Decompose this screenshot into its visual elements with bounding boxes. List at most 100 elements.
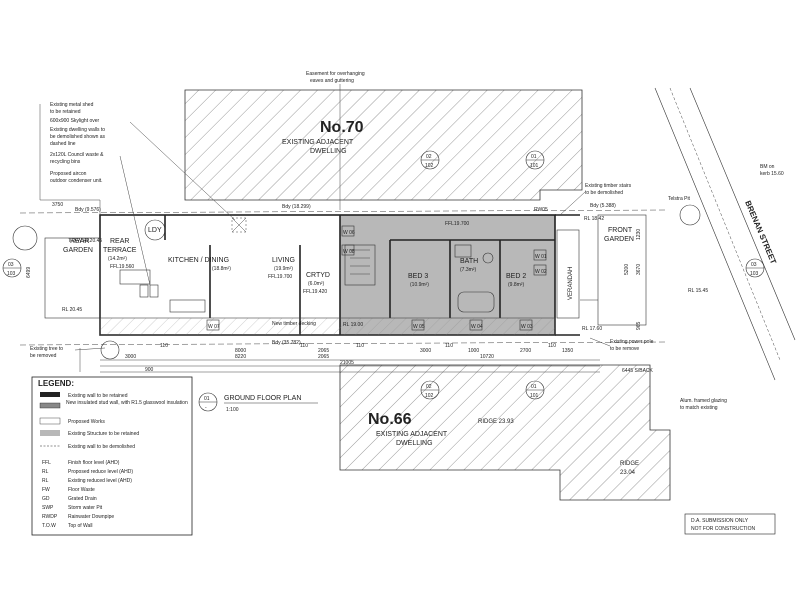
legend-swatch-new-wall xyxy=(39,402,61,409)
svg-text:103: 103 xyxy=(750,271,759,277)
stamp-line2: NOT FOR CONSTRUCTION xyxy=(691,526,755,532)
dim-row1-a: 3000 xyxy=(125,354,136,360)
window-tags: W 07 W 06 W 05 W 04 W 03 W 01 W 02 W 08 xyxy=(206,225,547,331)
svg-text:103: 103 xyxy=(7,271,16,277)
note-easement-2: eaves and guttering xyxy=(310,78,354,84)
svg-text:01: 01 xyxy=(531,154,537,160)
front-garden-line1: FRONT xyxy=(608,227,633,234)
window-w06: W 06 xyxy=(343,230,355,236)
dimension-lines: 3000 8000 2065 3000 1000 2700 1350 8220 … xyxy=(26,202,642,373)
svg-text:RL: RL xyxy=(42,478,49,484)
legend-item-1: Existing wall to be retained xyxy=(68,393,128,399)
note-bins-1: 2x120L Council waste & xyxy=(50,152,104,158)
note-aircon-1: Proposed aircon xyxy=(50,171,87,177)
street-name: BRENAN STREET xyxy=(743,199,778,265)
dim-right-4: 965 xyxy=(636,321,642,330)
bm-value: kerb 15.60 xyxy=(760,171,784,177)
rear-garden-line2: GARDEN xyxy=(63,247,93,254)
dim-top-left: 3750 xyxy=(52,202,63,208)
note-walls-1: Existing dwelling walls to xyxy=(50,127,105,133)
title-scale-dash: - xyxy=(205,405,207,411)
crtyd-label: CRTYD xyxy=(306,272,330,279)
svg-text:02: 02 xyxy=(426,384,432,390)
dim-left-side: 6499 xyxy=(26,267,32,278)
submission-stamp: D.A. SUBMISSION ONLY NOT FOR CONSTRUCTIO… xyxy=(684,513,776,535)
dim-row2-c: 10720 xyxy=(480,354,494,360)
svg-text:Proposed reduce level (AHD): Proposed reduce level (AHD) xyxy=(68,469,133,475)
bed3-label: BED 3 xyxy=(408,273,428,280)
boundary-labels: Bdy (9.576) Bdy (18.299) Bdy (5.388) Bdy… xyxy=(75,203,616,346)
dim-overall: 21005 xyxy=(340,360,354,366)
rl-1760: RL 17.60 xyxy=(582,326,602,332)
dim-row1-g: 1350 xyxy=(562,348,573,354)
note-setback: 6445 S/BACK xyxy=(622,368,654,374)
section-marker: 01 101 xyxy=(525,150,545,170)
front-garden-line2: GARDEN xyxy=(604,236,634,243)
living-ffl: FFL19.700 xyxy=(268,274,292,280)
kitchen-dining-label: KITCHEN / DINING xyxy=(168,257,229,264)
svg-text:Storm water Pit: Storm water Pit xyxy=(68,505,103,511)
tow-level: T.O.W RL20.45 xyxy=(68,238,102,244)
room-labels: REAR GARDEN REAR TERRACE (14.2m²) LDY KI… xyxy=(63,227,634,300)
ffl-terrace: FFL19.560 xyxy=(110,264,134,270)
drawing-title: 01 - GROUND FLOOR PLAN 1:100 xyxy=(198,392,318,413)
svg-text:Finish floor level (AHD): Finish floor level (AHD) xyxy=(68,460,120,466)
neighbour-no70: No.70 EXISTING ADJACENT DWELLING xyxy=(184,89,583,201)
crtyd-ffl: FFL19.420 xyxy=(303,289,327,295)
title-scale: 1:100 xyxy=(226,407,239,413)
svg-text:101: 101 xyxy=(530,393,539,399)
note-tree-2: be removed xyxy=(30,353,57,359)
svg-text:102: 102 xyxy=(425,393,434,399)
dim-gap-1: 110 xyxy=(160,343,168,349)
note-glazing-1: Alum. framed glazing xyxy=(680,398,727,404)
rear-terrace-line1: REAR xyxy=(110,238,129,245)
stamp-line1: D.A. SUBMISSION ONLY xyxy=(691,518,749,524)
legend-item-2: New insulated stud wall, with R1.5 glass… xyxy=(66,400,188,406)
window-w02: W 02 xyxy=(535,269,547,275)
window-w01: W 01 xyxy=(535,254,547,260)
kitchen-dining-area: (18.8m²) xyxy=(212,266,231,272)
rear-terrace-area: (14.2m²) xyxy=(108,256,127,262)
annotations: Existing metal shed to be retained 600x9… xyxy=(30,71,727,411)
levels: FFL19.700 FFL19.560 T.O.W RL20.45 RL 20.… xyxy=(62,216,604,332)
window-w04: W 04 xyxy=(471,324,483,330)
bath-label: BATH xyxy=(460,258,478,265)
dim-right-2: 3670 xyxy=(636,264,642,275)
legend-item-5: Existing wall to be demolished xyxy=(68,444,135,450)
bdy-north-mid: Bdy (18.299) xyxy=(282,204,311,210)
bed2-area: (9.8m²) xyxy=(508,282,524,288)
no66-number: No.66 xyxy=(368,411,412,428)
note-glazing-2: to match existing xyxy=(680,405,718,411)
site-plan xyxy=(12,204,701,360)
dim-row1-b: 8000 xyxy=(235,348,246,354)
no70-line1: EXISTING ADJACENT xyxy=(282,139,354,146)
svg-text:Floor Waste: Floor Waste xyxy=(68,487,95,493)
window-w07: W 07 xyxy=(208,324,220,330)
svg-text:RL: RL xyxy=(42,469,49,475)
bed3-area: (10.9m²) xyxy=(410,282,429,288)
bm-label: BM on xyxy=(760,164,775,170)
dim-offset: 900 xyxy=(145,367,154,373)
no70-number: No.70 xyxy=(320,119,364,136)
dim-gap-2: 110 xyxy=(300,343,308,349)
legend-item-3: Proposed Works xyxy=(68,419,105,425)
svg-text:03: 03 xyxy=(751,262,757,268)
legend: LEGEND: Existing wall to be retained New… xyxy=(31,376,193,536)
living-area: (19.9m²) xyxy=(274,266,293,272)
bdy-south: Bdy (35.782) xyxy=(272,340,301,346)
no66-ridge2-value: 23.04 xyxy=(620,470,636,476)
dim-row1-c: 2065 xyxy=(318,348,329,354)
svg-text:Top of Wall: Top of Wall xyxy=(68,523,93,529)
note-aircon-2: outdoor condenser unit. xyxy=(50,178,103,184)
svg-text:101: 101 xyxy=(530,163,539,169)
existing-structure-area xyxy=(340,215,555,335)
legend-swatch-existing-structure xyxy=(40,430,60,436)
no66-ridge2: RIDGE xyxy=(620,461,639,467)
dim-right-3: 5200 xyxy=(624,264,630,275)
svg-text:Grated Drain: Grated Drain xyxy=(68,496,97,502)
street-area: BRENAN STREET BM on kerb 15.60 Telstra P… xyxy=(654,87,796,381)
note-walls-3: dashed line xyxy=(50,141,76,147)
